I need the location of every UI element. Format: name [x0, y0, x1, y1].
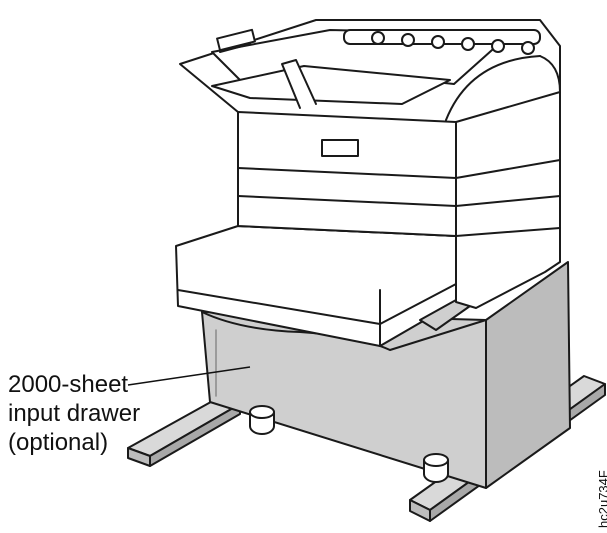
drawer-callout-label: 2000-sheet input drawer (optional): [8, 370, 140, 457]
callout-leader-line: [127, 366, 251, 386]
printer-body: [179, 19, 561, 309]
callout-line-2: input drawer: [8, 400, 141, 427]
rear-rollers: [343, 29, 541, 55]
casters: [249, 405, 449, 483]
figure-id: hc2u734F: [596, 470, 607, 528]
callout-line-1: 2000-sheet: [8, 371, 129, 398]
left-stand-foot: [127, 397, 241, 467]
callout-line-3: (optional): [8, 429, 109, 456]
paper-tray: [175, 225, 471, 347]
